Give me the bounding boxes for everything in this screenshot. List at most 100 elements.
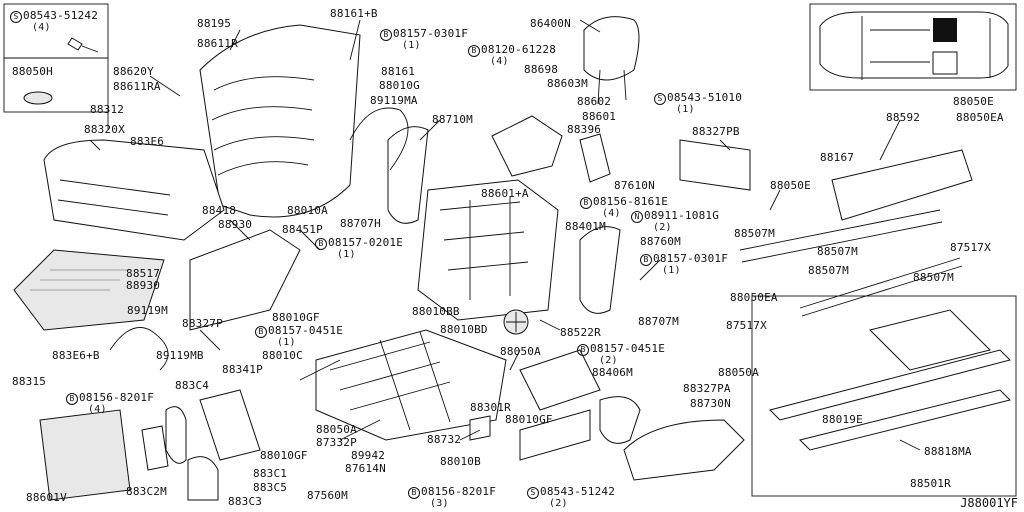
part-number: 08157-0301F [393,27,469,40]
part-label: 88592 [886,112,920,124]
part-number: 88620Y [113,65,154,78]
part-label: 88010BB [412,306,460,318]
part-number: 88406M [592,366,633,379]
part-label: 88507M [913,272,954,284]
part-label: 88730N [690,398,731,410]
tray [623,419,745,481]
part-label: 88050E [770,180,811,192]
recliner-mechanism [491,115,563,177]
part-number: 88050A [718,366,759,379]
part-number: 88517 [126,267,161,280]
part-label: 88341P [222,364,263,376]
part-label: 87332P [316,437,357,449]
part-number: 87517X [950,241,991,254]
part-label: 88327P [182,318,223,330]
part-number: 88010GF [272,311,320,324]
part-number: 88050H [12,65,53,78]
part-label: 88818MA [924,446,972,458]
part-label: 883C2M [126,486,167,498]
part-label: 88161 [381,66,415,78]
part-label: 88507M [817,246,858,258]
quantity-note: (3) [430,498,449,509]
part-number: 88327PA [683,382,731,395]
part-label: 87560M [307,490,348,502]
quantity-note: (1) [662,265,681,276]
part-number: 87560M [307,489,348,502]
quantity-note: (2) [549,498,568,509]
part-number: 88010C [262,349,303,362]
part-label: 88601 [582,111,616,123]
part-label: 88406M [592,367,633,379]
part-number: 883E6+B [52,349,100,362]
screw-icon [67,37,99,53]
part-number: 88327P [182,317,223,330]
part-number: 89942 [351,449,386,462]
part-number: 88601V [26,491,67,504]
part-label: 88010C [262,350,303,362]
fastener-code-badge: S [527,487,539,499]
part-number: 89119MB [156,349,204,362]
fastener-code-badge: N [631,211,643,223]
part-number: 88050A [316,423,357,436]
part-number: 883E6 [130,135,165,148]
part-label: 88050EA [956,112,1004,124]
bottom-cover [187,456,219,501]
fastener-code-badge: B [66,393,78,405]
part-number: 88050E [770,179,811,192]
part-number: 88010GF [505,413,553,426]
part-label: 88161+B [330,8,378,20]
armrest-box [39,409,131,501]
part-label: 88010B [440,456,481,468]
part-label: 88301R [470,402,511,414]
fastener-code-badge: B [255,326,267,338]
part-number: 08543-51010 [667,91,743,104]
part-label: 88010G [379,80,420,92]
side-trim-left [387,126,429,224]
part-label: 883E6+B [52,350,100,362]
part-label: 88010GF [272,312,320,324]
part-number: 883C4 [175,379,210,392]
part-number: 88315 [12,375,47,388]
part-number: 08543-51242 [23,9,99,22]
harness-lower [109,327,169,371]
part-number: 08911-1081G [644,209,720,222]
part-label: 89119MA [370,95,418,107]
part-number: 88161 [381,65,416,78]
part-number: 87614N [345,462,386,475]
part-number: 88707M [638,315,679,328]
part-number: 88707H [340,217,381,230]
part-label: 88327PA [683,383,731,395]
quantity-note: (4) [88,404,107,415]
part-number: 08157-0201E [328,236,404,249]
quantity-note: (4) [32,22,51,33]
part-number: 88930 [126,279,161,292]
seat-cushion-assembly [13,24,361,331]
part-label: 88732 [427,434,461,446]
quantity-note: (4) [490,56,509,67]
part-number: 88396 [567,123,602,136]
part-number: 88050EA [956,111,1004,124]
quantity-note: (1) [337,249,356,260]
part-label: 87614N [345,463,386,475]
quantity-note: (4) [602,208,621,219]
part-number: 08120-61228 [481,43,557,56]
rail-assembly-top [679,139,973,317]
part-label: 88320X [84,124,125,136]
part-number: 88760M [640,235,681,248]
part-number: 88050EA [730,291,778,304]
part-number: 88195 [197,17,232,30]
part-label: 88501R [910,478,951,490]
part-label: 88396 [567,124,601,136]
part-label: 88611RA [113,81,161,93]
rear-cover-upper [189,229,301,331]
part-label: 88930 [126,280,160,292]
part-number: 88050E [953,95,994,108]
part-number: 88601 [582,110,617,123]
part-label: 88010GF [260,450,308,462]
